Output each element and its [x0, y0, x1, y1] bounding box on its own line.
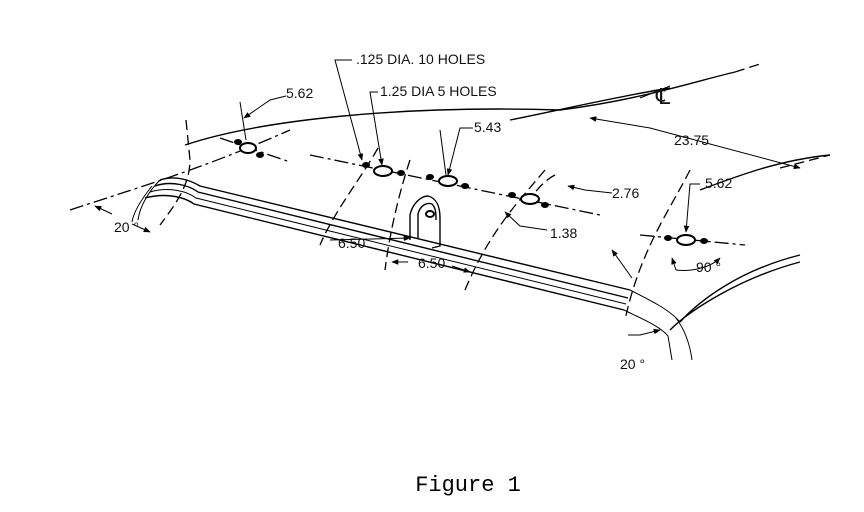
angle-20-left: 20 ° [114, 219, 139, 235]
drill-holes [234, 139, 708, 246]
dim-2-76: 2.76 [612, 185, 639, 201]
figure-caption: Figure 1 [415, 473, 521, 498]
large-holes-label: 1.25 DIA 5 HOLES [380, 83, 497, 99]
small-hole-5 [426, 174, 434, 180]
centerline-symbol: ℄ [655, 84, 671, 109]
small-hole-8 [541, 202, 549, 208]
leaders [94, 59, 801, 336]
small-hole-3 [362, 162, 370, 168]
rack-bracket [409, 195, 441, 249]
side-rail [131, 177, 801, 361]
roof-outline [184, 63, 831, 191]
dim-23-75: 23.75 [674, 132, 709, 148]
angle-90: 90 ° [696, 259, 721, 275]
dim-6-50-b: 6.50 [418, 255, 445, 271]
small-hole-7 [508, 192, 516, 198]
large-hole-5 [676, 234, 696, 246]
large-hole-2 [373, 165, 393, 177]
small-holes-label: .125 DIA. 10 HOLES [356, 51, 485, 67]
large-hole-3 [438, 175, 458, 187]
small-hole-6 [461, 183, 469, 189]
small-hole-4 [397, 170, 405, 176]
small-hole-2 [256, 152, 264, 158]
large-hole-4 [520, 193, 540, 205]
small-hole-10 [700, 238, 708, 244]
left-edge-line [69, 129, 291, 211]
angle-20-right: 20 ° [620, 356, 645, 372]
dim-6-50-a: 6.50 [338, 235, 365, 251]
small-hole-9 [664, 235, 672, 241]
large-hole-1 [239, 142, 257, 154]
dim-1-38: 1.38 [550, 225, 577, 241]
dimension-labels: .125 DIA. 10 HOLES 1.25 DIA 5 HOLES ℄ 5.… [114, 51, 732, 372]
small-hole-1 [234, 139, 242, 145]
dim-5-62-left: 5.62 [286, 85, 313, 101]
dim-5-43: 5.43 [474, 119, 501, 135]
dim-5-62-right: 5.62 [705, 175, 732, 191]
